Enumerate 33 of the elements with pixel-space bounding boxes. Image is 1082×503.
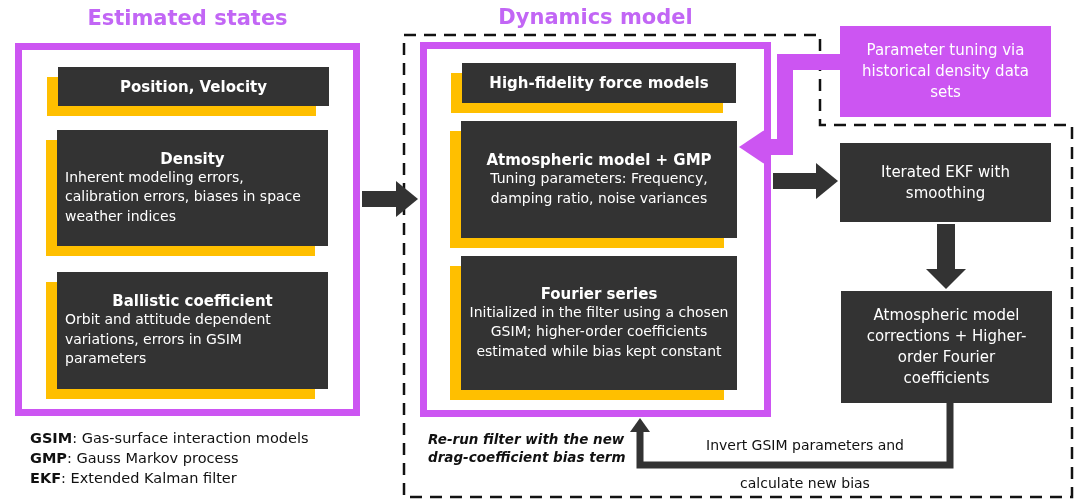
edge-label: Invert GSIM parameters and calculate new bias: [705, 436, 905, 493]
box-label: Iterated EKF with smoothing: [880, 161, 1011, 204]
box-description: Inherent modeling errors, calibration errors, biases in space weather indices: [65, 167, 302, 226]
state-card: [47, 67, 329, 116]
process-box: [841, 291, 1052, 403]
arrow: [362, 181, 418, 217]
model-card: [451, 63, 736, 113]
state-card: [46, 272, 328, 399]
box-description: Initialized in the filter using a chosen GSIM; higher-order coefficients estimated while bias kept constant: [469, 302, 729, 361]
process-box: [840, 143, 1051, 222]
box-description: Tuning parameters: Frequency, damping ratio, noise variances: [489, 168, 709, 208]
section-heading: Estimated states: [86, 6, 289, 30]
state-card: [46, 130, 328, 256]
abbreviation-note: GSIM: Gas-surface interaction models: [30, 429, 310, 448]
box-title: Position, Velocity: [119, 77, 268, 96]
box-title: Atmospheric model + GMP: [485, 150, 713, 169]
section-heading: Dynamics model: [497, 5, 694, 29]
arrow: [773, 163, 838, 199]
box-title: Density: [159, 149, 226, 168]
arrow: [630, 403, 954, 469]
box-title: Ballistic coefficient: [111, 292, 274, 311]
abbreviation-note: EKF: Extended Kalman filter: [30, 469, 238, 488]
box-title: Fourier series: [539, 284, 659, 303]
model-card: [450, 256, 737, 400]
annotation-note: Re-run filter with the new drag-coefficient bias term: [428, 430, 627, 467]
box-title: High-fidelity force models: [488, 74, 710, 92]
arrow: [926, 224, 966, 289]
process-box: [840, 26, 1051, 117]
model-card: [450, 121, 737, 248]
box-label: Parameter tuning via historical density data sets: [861, 40, 1030, 103]
box-description: Orbit and attitude dependent variations, errors in GSIM parameters: [65, 310, 272, 369]
box-label: Atmospheric model corrections + Higher-order Fourier coefficients: [865, 305, 1028, 389]
abbreviation-note: GMP: Gauss Markov process: [30, 449, 240, 468]
